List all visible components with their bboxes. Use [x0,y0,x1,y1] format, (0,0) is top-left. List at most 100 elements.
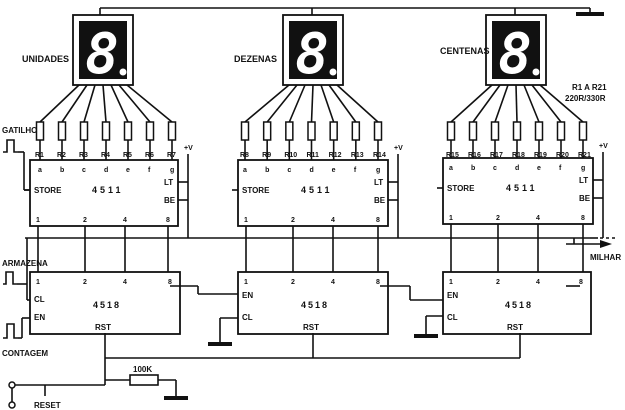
counter-pin-label: 1 [36,279,40,286]
bcd-pin-label: 4 [536,215,540,222]
segment-pin-label: f [148,167,151,174]
segment-pin-label: b [60,167,64,174]
label-unidades: UNIDADES [22,54,69,64]
counter-pin-label: 1 [449,279,453,286]
resistor-label: R17 [490,152,503,159]
contagem-input: CONTAGEM [2,317,48,358]
vplus-label: +V [184,145,193,152]
resistor-label: R16 [468,152,481,159]
label-contagem: CONTAGEM [2,349,48,358]
decoder-part: 4511 [92,185,124,195]
segment-pin-label: e [332,167,336,174]
resistor-label: R12 [329,152,342,159]
label-gatilho: GATILHO [2,126,37,135]
segment-pin-label: d [515,165,519,172]
en-label: EN [34,313,45,322]
counter-pin-label: 8 [376,279,380,286]
decoder-part: 4511 [301,185,333,195]
resistor [512,121,522,141]
resistor-label: R14 [373,152,386,159]
vplus-label: +V [394,145,403,152]
segment-pin-label: d [310,167,314,174]
resistor [167,121,177,141]
resistor-label: R19 [534,152,547,159]
resistor [285,121,294,141]
resistor [145,121,155,141]
en-label: EN [242,291,253,300]
resistor-label: R7 [167,152,176,159]
display-glyph: 8 [85,22,119,87]
resistor-label: R6 [145,152,154,159]
vplus-label: +V [599,143,608,150]
armazena-input: ARMAZENA [2,259,48,301]
resistor-label: R10 [284,152,297,159]
label-armazena: ARMAZENA [2,259,48,268]
bcd-pin-label: 8 [166,217,170,224]
segment-pin-label: b [471,165,475,172]
resistor [556,121,566,141]
bcd-pin-label: 2 [496,215,500,222]
resistor [490,121,500,141]
resistor [35,121,45,141]
milhar-output: MILHAR [566,238,621,262]
resistor-label: R8 [240,152,249,159]
counter-pin-label: 4 [536,279,540,286]
resistor [446,121,456,141]
store-label: STORE [242,186,270,195]
resistor-label: R18 [512,152,525,159]
bcd-pin-label: 8 [581,215,585,222]
bcd-pin-label: 1 [449,215,453,222]
resistor [578,121,588,141]
decoder-part: 4511 [506,183,538,193]
segment-pin-label: f [354,167,357,174]
resistor [307,121,316,141]
be-label: BE [579,194,591,203]
resistor-label: R11 [307,152,320,159]
counter-pin-label: 1 [244,279,248,286]
display-unidades: 8 [72,14,134,87]
counter-pin-label: 2 [83,279,87,286]
cl-label: CL [242,313,253,322]
resistor-note-line1: R1 A R21 [572,83,607,92]
reset-network: 100K RESET [8,333,521,410]
cl-label: CL [447,313,458,322]
counter-pin-label: 2 [291,279,295,286]
top-common-rail [99,7,604,16]
lt-label: LT [579,176,588,185]
resistor-label: R13 [351,152,364,159]
label-centenas: CENTENAS [440,46,490,56]
segment-pin-label: a [449,165,453,172]
resistor-label: R3 [79,152,88,159]
bcd-pin-label: 2 [83,217,87,224]
segment-pin-label: e [126,167,130,174]
resistor [534,121,544,141]
en-label: EN [447,291,458,300]
lt-label: LT [374,178,383,187]
counter-part: 4518 [301,300,329,310]
lt-label: LT [164,178,173,187]
resistor-label: R5 [123,152,132,159]
store-label: STORE [34,186,62,195]
resistor [240,121,250,141]
bcd-pin-label: 4 [123,217,127,224]
segment-pin-label: g [170,167,174,174]
resistor [373,121,383,141]
be-label: BE [374,196,386,205]
resistor [262,121,272,141]
display-glyph: 8 [295,22,329,87]
label-dezenas: DEZENAS [234,54,277,64]
gatilho-input: GATILHO [2,126,37,191]
counter-pin-label: 4 [123,279,127,286]
resistor-label: R1 [35,152,44,159]
cl-label: CL [34,295,45,304]
resistor [79,121,89,141]
counter-pin-label: 8 [168,279,172,286]
control-bus [25,237,618,260]
counter-pin-label: 4 [331,279,335,286]
